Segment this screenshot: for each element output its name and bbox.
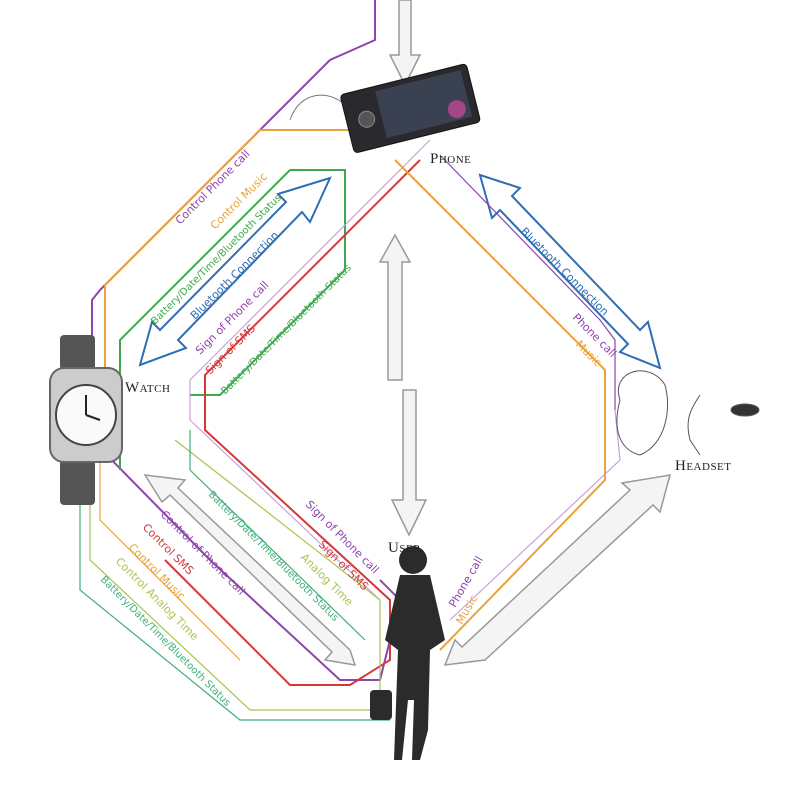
- connection-lines: [79, 0, 621, 721]
- phone-headset-bluetooth-arrow-icon: [478, 173, 662, 370]
- line-label: Control Phone call: [173, 147, 253, 227]
- user-down-arrow-icon: [390, 389, 428, 537]
- line-label: Bluetooth Connection: [518, 225, 611, 318]
- gray-arrows: [143, 0, 672, 666]
- watch-phone-labels: Control Phone call Control Music Battery…: [149, 147, 353, 397]
- watch-phone-bluetooth-arrow-icon: [138, 176, 332, 367]
- headset-illustration: [616, 370, 760, 456]
- user-label: User: [388, 540, 421, 556]
- phone-label: Phone: [430, 151, 471, 167]
- watch-user-arrow-icon: [143, 474, 357, 666]
- line-label: Battery/Date/Time/Bluetooth Status: [98, 574, 232, 708]
- phone-illustration: [289, 63, 481, 153]
- watch-illustration: [49, 335, 123, 505]
- headset-user-labels: Phone call Music: [446, 554, 486, 626]
- headset-user-arrow-icon: [443, 474, 672, 666]
- watch-label: Watch: [125, 380, 170, 396]
- user-silhouette: [370, 546, 445, 760]
- top-arrow-icon: [388, 0, 422, 87]
- blue-arrows: [138, 173, 662, 370]
- headset-label: Headset: [675, 458, 732, 474]
- phone-user-arrow-icon: [378, 233, 412, 381]
